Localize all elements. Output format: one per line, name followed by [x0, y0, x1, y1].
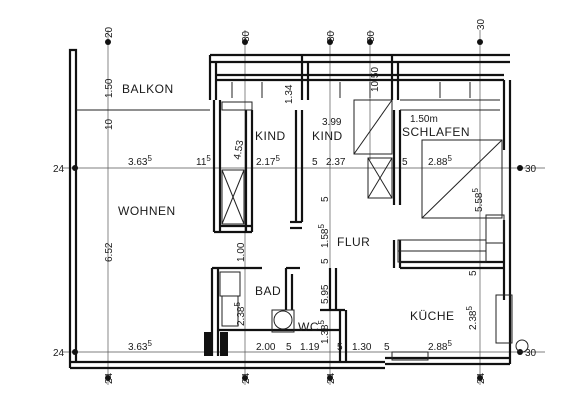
dim-11-5: 115: [196, 154, 211, 168]
dim-5-b: 5: [402, 157, 408, 168]
dim-4-53: 4.53: [232, 139, 246, 161]
axis-label-top-2: 30: [241, 30, 252, 42]
axis-label-top-1: 20: [104, 26, 115, 38]
dim-1-19: 1.19: [300, 342, 320, 353]
axis-label-left-top: 24: [53, 164, 65, 175]
room-balkon: BALKON: [122, 82, 174, 96]
dim-2-38-bad: 2.385: [233, 302, 247, 326]
axis-label-right-bottom: 30: [525, 348, 537, 359]
dim-1-50: 1.50: [104, 78, 115, 98]
dim-10-50: 10.50: [370, 67, 381, 92]
room-kind-1: KIND: [255, 129, 286, 143]
room-kueche: KÜCHE: [410, 309, 455, 323]
room-labels: BALKON WOHNEN KIND KIND SCHLAFEN FLUR BA…: [118, 82, 470, 334]
walls: [68, 48, 512, 370]
dim-5-f: 5: [286, 342, 292, 353]
dim-1-38: 1.385: [317, 320, 331, 344]
room-schlafen: SCHLAFEN: [402, 125, 470, 139]
axis-label-bottom-2: 24: [241, 372, 252, 384]
dim-5-a: 5: [312, 157, 318, 168]
dim-5-d: 5: [320, 258, 331, 264]
axis-label-top-4: 30: [366, 30, 377, 42]
axis-label-top-3: 30: [326, 30, 337, 42]
dim-2-37: 2.37: [326, 157, 346, 168]
room-bad: BAD: [255, 284, 281, 298]
dim-1-00: 1.00: [236, 242, 247, 262]
axis-label-left-bottom: 24: [53, 348, 65, 359]
dim-1-58: 1.585: [317, 224, 331, 248]
dim-6-52: 6.52: [104, 242, 115, 262]
furniture: [76, 82, 529, 361]
dim-5-h: 5: [384, 342, 390, 353]
axis-label-bottom-3: 24: [326, 372, 337, 384]
axis-label-bottom-4: 24: [476, 372, 487, 384]
dim-5-c: 5: [320, 196, 331, 202]
dim-3-63-bottom: 3.635: [128, 339, 152, 353]
room-wohnen: WOHNEN: [118, 204, 176, 218]
dim-2-38-kueche: 2.385: [465, 306, 479, 330]
axis-labels: 20 30 30 30 30 24 24 24 24 24 24 30 30: [53, 18, 537, 384]
room-wc: WC: [298, 320, 319, 334]
dimension-labels: 1.50 10 1.34 3.99 10.50 1.50m 4.53 3.635…: [104, 67, 485, 353]
axis-label-right-top: 30: [525, 164, 537, 175]
dim-1-34: 1.34: [284, 84, 295, 104]
dim-10: 10: [104, 118, 115, 130]
dim-5-95: 5.95: [320, 284, 331, 304]
room-kind-2: KIND: [312, 129, 343, 143]
dim-2-88-bottom: 2.885: [428, 339, 452, 353]
dim-1-50m: 1.50m: [410, 114, 438, 125]
room-flur: FLUR: [337, 235, 370, 249]
dim-2-00: 2.00: [256, 342, 276, 353]
dim-2-88-top: 2.885: [428, 154, 452, 168]
dim-3-63-top: 3.635: [128, 154, 152, 168]
dim-5-58: 5.585: [471, 188, 485, 212]
dim-3-99: 3.99: [322, 117, 342, 128]
bathroom-fixtures: [204, 332, 228, 356]
dim-2-17: 2.175: [256, 154, 280, 168]
dim-5-e: 5: [468, 270, 479, 276]
dim-5-g: 5: [337, 342, 343, 353]
axis-label-bottom-1: 24: [104, 372, 115, 384]
dim-1-30: 1.30: [352, 342, 372, 353]
axis-label-top-5: 30: [476, 18, 487, 30]
